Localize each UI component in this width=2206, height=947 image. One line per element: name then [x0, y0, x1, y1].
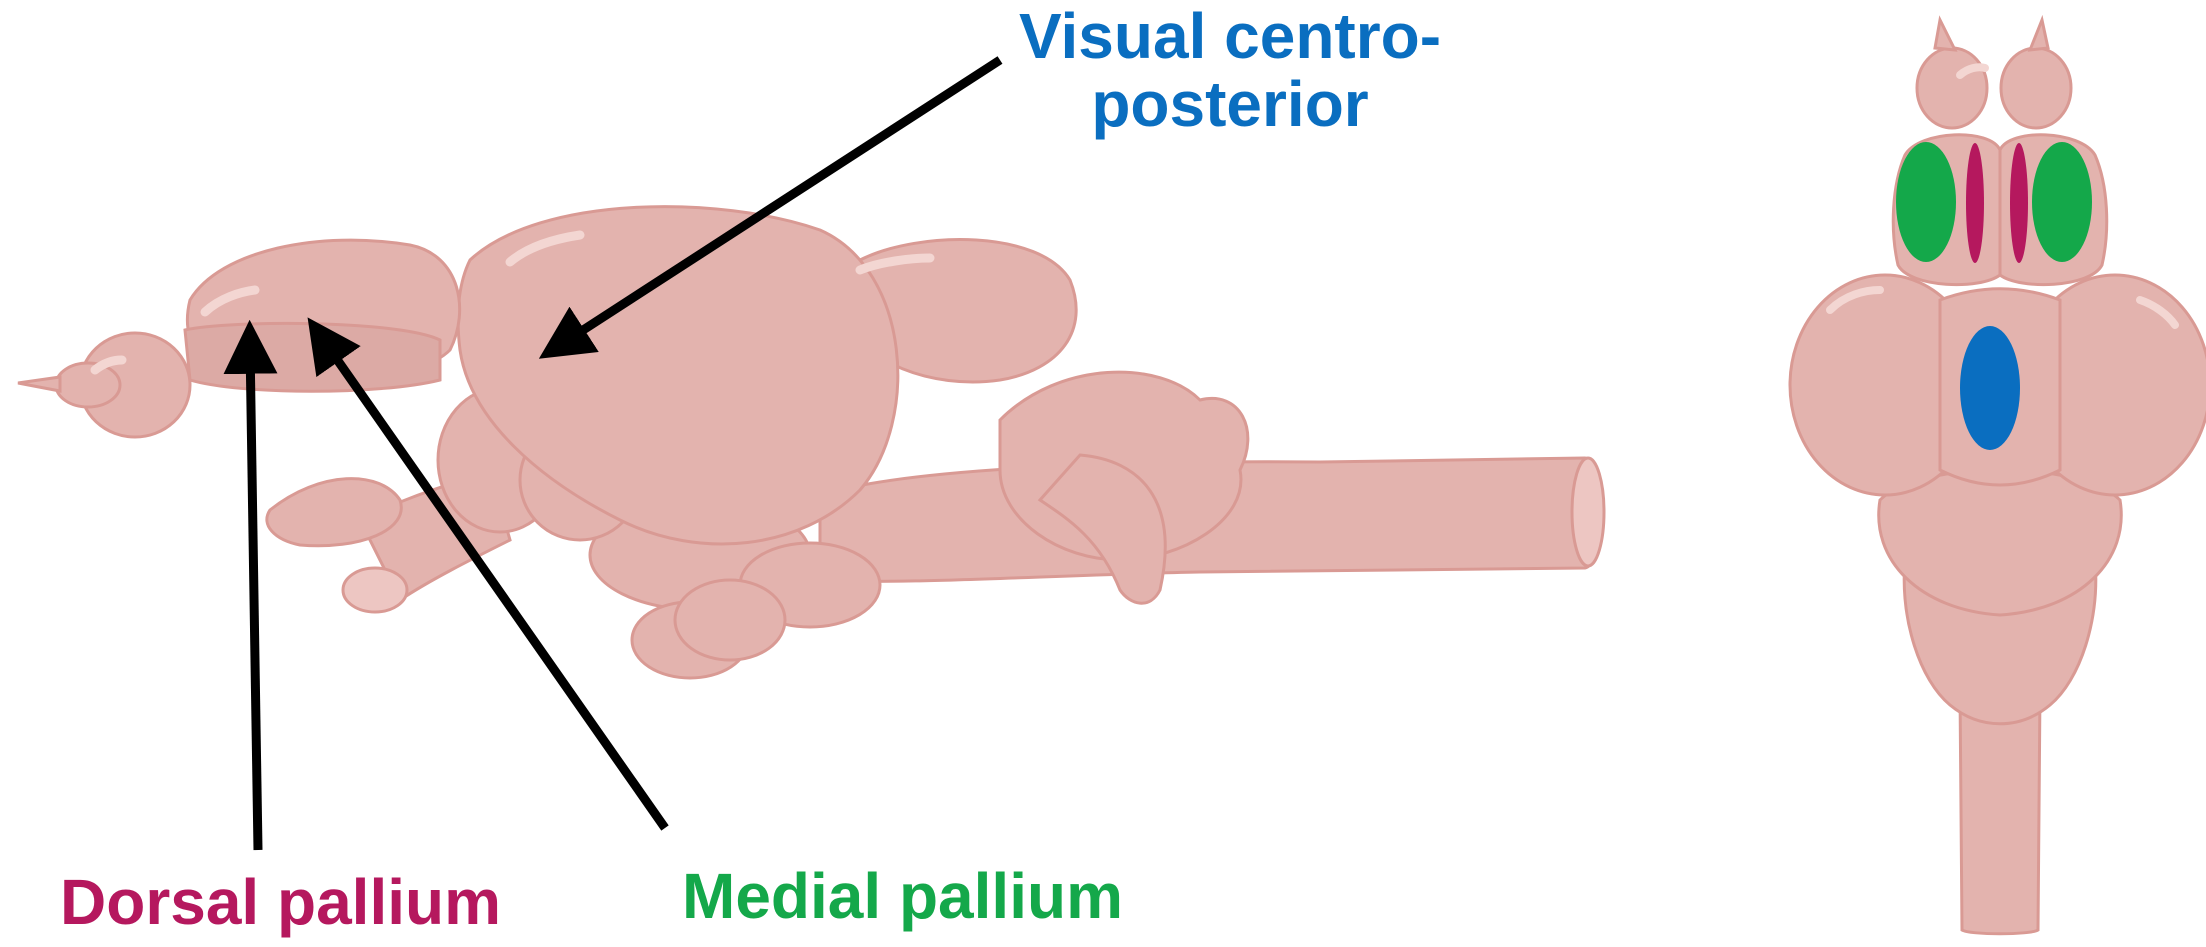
visual-centro-posterior-label: Visual centro- posterior [1010, 2, 1450, 138]
visual-label-line-2: posterior [1010, 70, 1450, 138]
medial-pallium-region-left [1896, 142, 1956, 262]
dorsal-pallium-region-right [2010, 143, 2028, 263]
visual-centro-posterior-region [1960, 326, 2020, 450]
dorsal-pallium-label: Dorsal pallium [60, 868, 501, 936]
visual-label-line-1: Visual centro- [1010, 2, 1450, 70]
dorsal-pallium-region-left [1966, 143, 1984, 263]
medial-pallium-label: Medial pallium [682, 862, 1123, 930]
dorsal-arrow [250, 345, 258, 850]
dorsal-brain-icon [1790, 20, 2206, 934]
medial-pallium-region-right [2032, 142, 2092, 262]
